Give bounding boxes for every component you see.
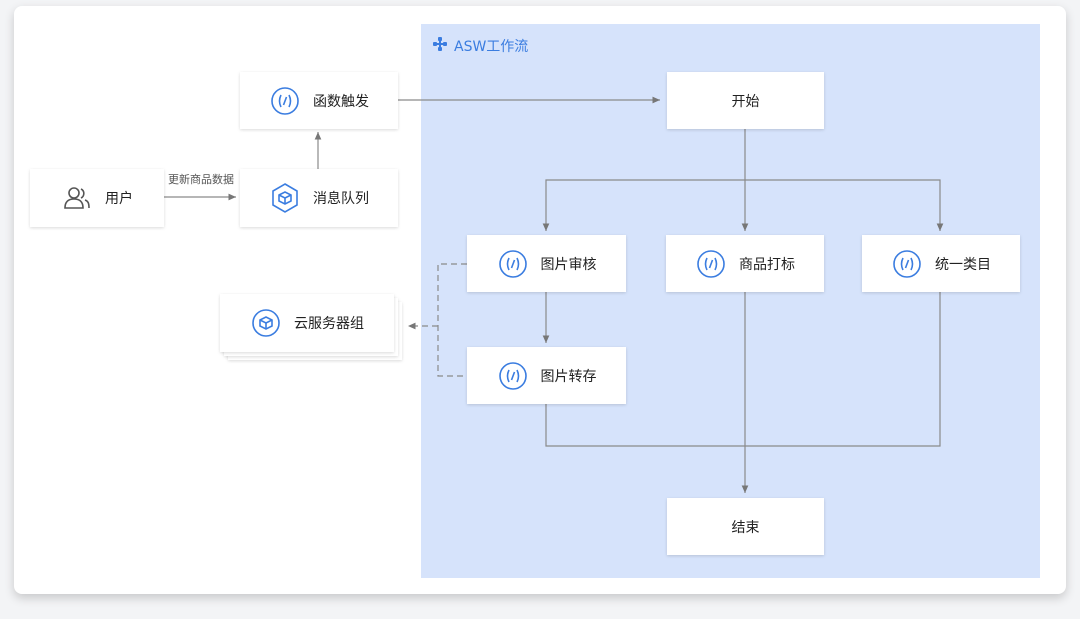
- node-start[interactable]: 开始: [667, 72, 824, 129]
- node-image-review[interactable]: 图片审核: [467, 235, 626, 292]
- workflow-title-label: ASW工作流: [454, 39, 529, 55]
- node-message-queue[interactable]: 消息队列: [240, 169, 398, 227]
- edge-transfer-to-join: [545, 404, 745, 447]
- edge-start-to-review: [542, 129, 746, 231]
- server-group-icon: [250, 307, 282, 339]
- node-user[interactable]: 用户: [30, 169, 164, 227]
- function-icon: [695, 248, 727, 280]
- edge-review-to-servers: [437, 263, 467, 377]
- workflow-title: ASW工作流: [432, 36, 528, 56]
- node-message-queue-label: 消息队列: [313, 191, 369, 207]
- function-icon: [497, 248, 529, 280]
- node-image-review-label: 图片审核: [540, 256, 597, 273]
- node-product-tagging[interactable]: 商品打标: [666, 235, 824, 292]
- node-unified-category[interactable]: 统一类目: [862, 235, 1020, 292]
- node-end-label: 结束: [731, 519, 760, 536]
- node-start-label: 开始: [731, 93, 760, 110]
- edge-label-update: 更新商品数据: [168, 173, 234, 186]
- edge-category-to-join: [745, 292, 941, 447]
- node-end[interactable]: 结束: [667, 498, 824, 555]
- node-function-trigger[interactable]: 函数触发: [240, 72, 398, 129]
- node-unified-category-label: 统一类目: [935, 256, 991, 273]
- node-image-transfer-label: 图片转存: [540, 368, 597, 385]
- node-image-transfer[interactable]: 图片转存: [467, 347, 626, 404]
- function-icon: [497, 360, 529, 392]
- function-icon: [891, 248, 923, 280]
- cube-icon: [269, 182, 301, 214]
- node-cloud-servers-label: 云服务器组: [294, 316, 364, 332]
- function-icon: [269, 85, 301, 117]
- node-cloud-servers[interactable]: 云服务器组: [220, 294, 394, 352]
- users-icon: [61, 182, 93, 214]
- workflow-icon: [432, 36, 448, 56]
- node-function-trigger-label: 函数触发: [313, 93, 369, 110]
- node-product-tagging-label: 商品打标: [739, 256, 795, 273]
- edge-start-to-category: [745, 179, 944, 231]
- node-user-label: 用户: [105, 191, 133, 207]
